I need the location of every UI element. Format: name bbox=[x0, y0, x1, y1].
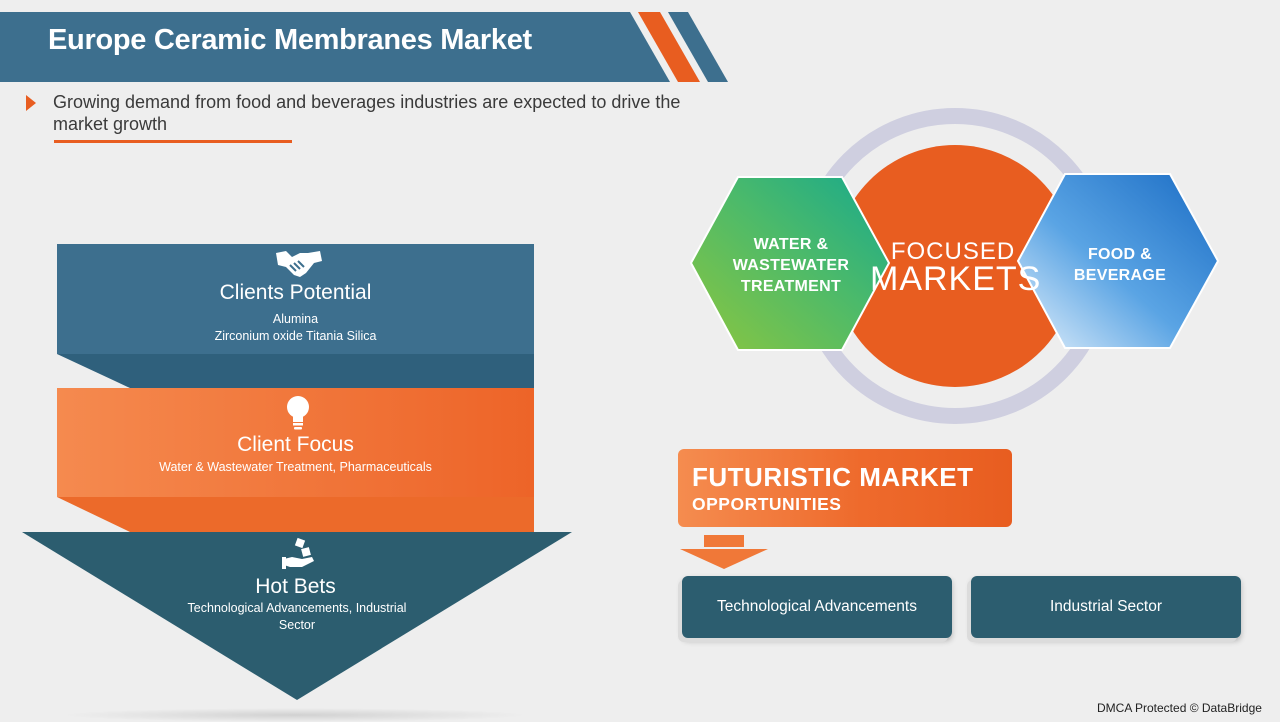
opportunity-card-technological: Technological Advancements bbox=[682, 576, 952, 638]
client-focus-line1: Water & Wastewater Treatment, Pharmaceut… bbox=[159, 460, 432, 474]
focused-label: FOCUSED bbox=[890, 238, 1016, 265]
clients-potential-line2: Zirconium oxide Titania Silica bbox=[214, 329, 377, 343]
lightbulb-icon bbox=[287, 396, 309, 430]
funnel-shadow bbox=[60, 708, 530, 722]
down-arrow-icon bbox=[680, 535, 768, 569]
subtitle-underline bbox=[54, 140, 292, 143]
opportunity-card-industrial: Industrial Sector bbox=[971, 576, 1241, 638]
hot-bets-title: Hot Bets bbox=[255, 575, 336, 598]
dmca-footer[interactable]: DMCA Protected © DataBridge bbox=[1097, 701, 1262, 715]
food-hex-line1: FOOD & bbox=[1087, 246, 1153, 263]
bullet-arrow-icon bbox=[26, 95, 36, 111]
handshake-icon bbox=[276, 251, 322, 277]
hot-bets-text: Technological Advancements, Industrial S… bbox=[187, 601, 407, 632]
page-title: Europe Ceramic Membranes Market bbox=[48, 24, 532, 56]
water-hex-line3: TREATMENT bbox=[740, 278, 842, 295]
futuristic-title-line1: FUTURISTIC MARKET bbox=[692, 462, 974, 492]
client-focus-title: Client Focus bbox=[237, 433, 354, 456]
water-hex-line1: WATER & bbox=[753, 236, 829, 253]
futuristic-opportunities-box bbox=[678, 449, 1012, 527]
markets-label: MARKETS bbox=[870, 260, 1042, 298]
food-hex-line2: BEVERAGE bbox=[1073, 267, 1167, 284]
water-hex-line2: WASTEWATER bbox=[732, 257, 850, 274]
focused-markets-graphic bbox=[689, 108, 1220, 424]
futuristic-title-line2: OPPORTUNITIES bbox=[692, 494, 842, 514]
title-banner bbox=[0, 12, 728, 82]
page-subtitle: Growing demand from food and beverages i… bbox=[53, 92, 681, 134]
clients-potential-title: Clients Potential bbox=[219, 281, 372, 304]
clients-potential-line1: Alumina bbox=[272, 312, 319, 326]
dice-hand-icon bbox=[282, 537, 314, 569]
